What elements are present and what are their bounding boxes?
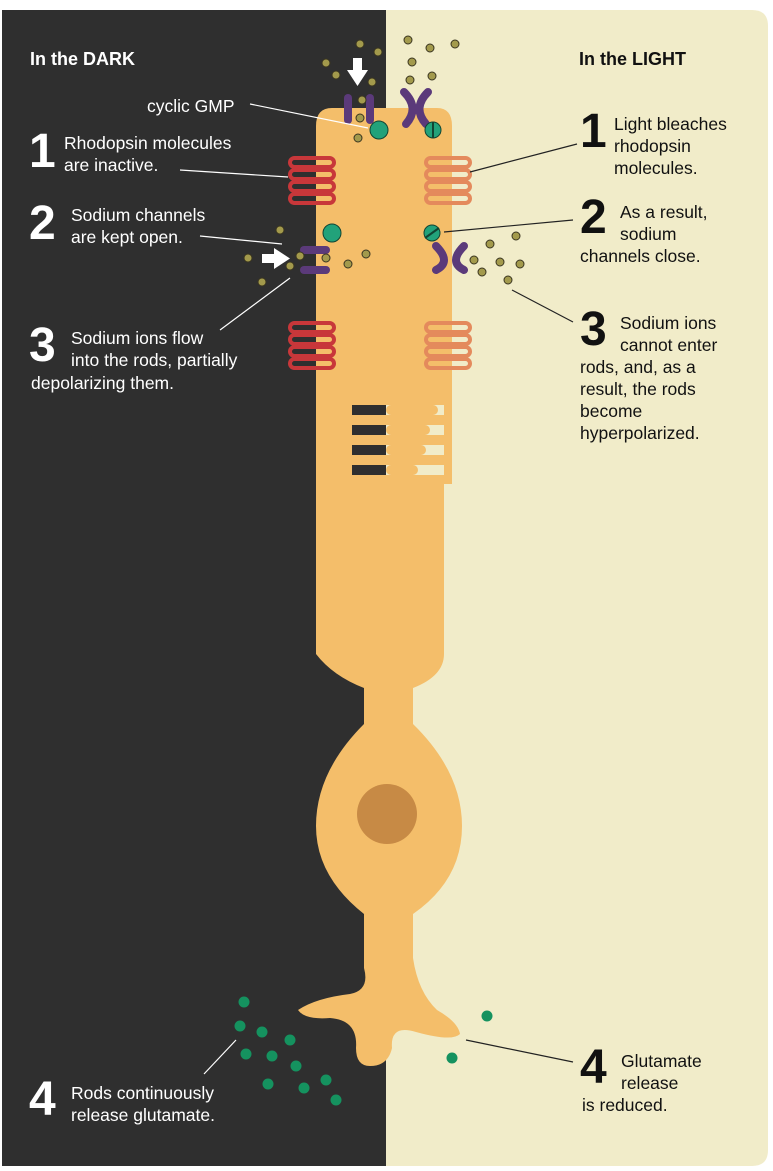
light-step4-line2: release	[621, 1073, 679, 1093]
nucleus	[357, 784, 417, 844]
dark-step1-number: 1	[29, 125, 56, 178]
light-step1-text: Light bleaches rhodopsin molecules.	[614, 114, 727, 178]
light-panel	[386, 10, 768, 1166]
dark-step2-number: 2	[29, 197, 56, 250]
rhodopsin-bleached-bottom	[424, 321, 472, 370]
light-step2-line2: sodium	[620, 224, 677, 244]
cyclic-gmp-molecule	[369, 120, 389, 140]
glutamate-molecules	[234, 996, 493, 1106]
sodium-ions	[243, 35, 525, 287]
rhodopsin-inactive-bottom	[288, 321, 336, 370]
light-step2-number: 2	[580, 191, 607, 244]
light-step4-number: 4	[580, 1041, 607, 1094]
leader-lines	[179, 103, 578, 1075]
light-heading: In the LIGHT	[579, 49, 686, 69]
light-step2-line1: As a result,	[620, 202, 708, 222]
dark-step4-number: 4	[29, 1073, 56, 1126]
dark-step3-line2: into the rods, partially	[71, 350, 238, 370]
light-step3-line1: Sodium ions	[620, 313, 717, 333]
sodium-channel-closed-side	[432, 242, 468, 274]
light-step4-line3: is reduced.	[582, 1095, 668, 1115]
cyclic-gmp-molecule	[322, 223, 342, 243]
cyclic-gmp-label: cyclic GMP	[147, 96, 235, 116]
light-step2-line3: channels close.	[580, 246, 701, 266]
dark-step1-text: Rhodopsin molecules are inactive.	[64, 133, 232, 175]
light-step3-rest: rods, and, as a result, the rods become …	[580, 357, 700, 443]
rod-disc-slits	[352, 405, 444, 475]
dark-step2-text: Sodium channels are kept open.	[71, 205, 206, 247]
light-step3-number: 3	[580, 303, 607, 356]
dark-heading: In the DARK	[30, 49, 135, 69]
dark-step3-number: 3	[29, 319, 56, 372]
dark-step3-line3: depolarizing them.	[31, 373, 174, 393]
sodium-channel-open-top	[344, 94, 374, 124]
light-step3-line2: cannot enter	[620, 335, 718, 355]
down-arrow-icon	[347, 58, 368, 86]
rhodopsin-bleached-top	[424, 156, 472, 205]
dark-step4-text: Rods continuously release glutamate.	[71, 1083, 215, 1125]
rhodopsin-inactive-top	[288, 156, 336, 205]
light-step1-number: 1	[580, 105, 607, 158]
sodium-channel-closed-top	[400, 88, 432, 128]
sodium-channel-open-side	[300, 246, 330, 274]
dark-step3-line1: Sodium ions flow	[71, 328, 204, 348]
right-arrow-icon	[262, 248, 290, 269]
rod-cell	[298, 108, 462, 1066]
light-step4-line1: Glutamate	[621, 1051, 702, 1071]
